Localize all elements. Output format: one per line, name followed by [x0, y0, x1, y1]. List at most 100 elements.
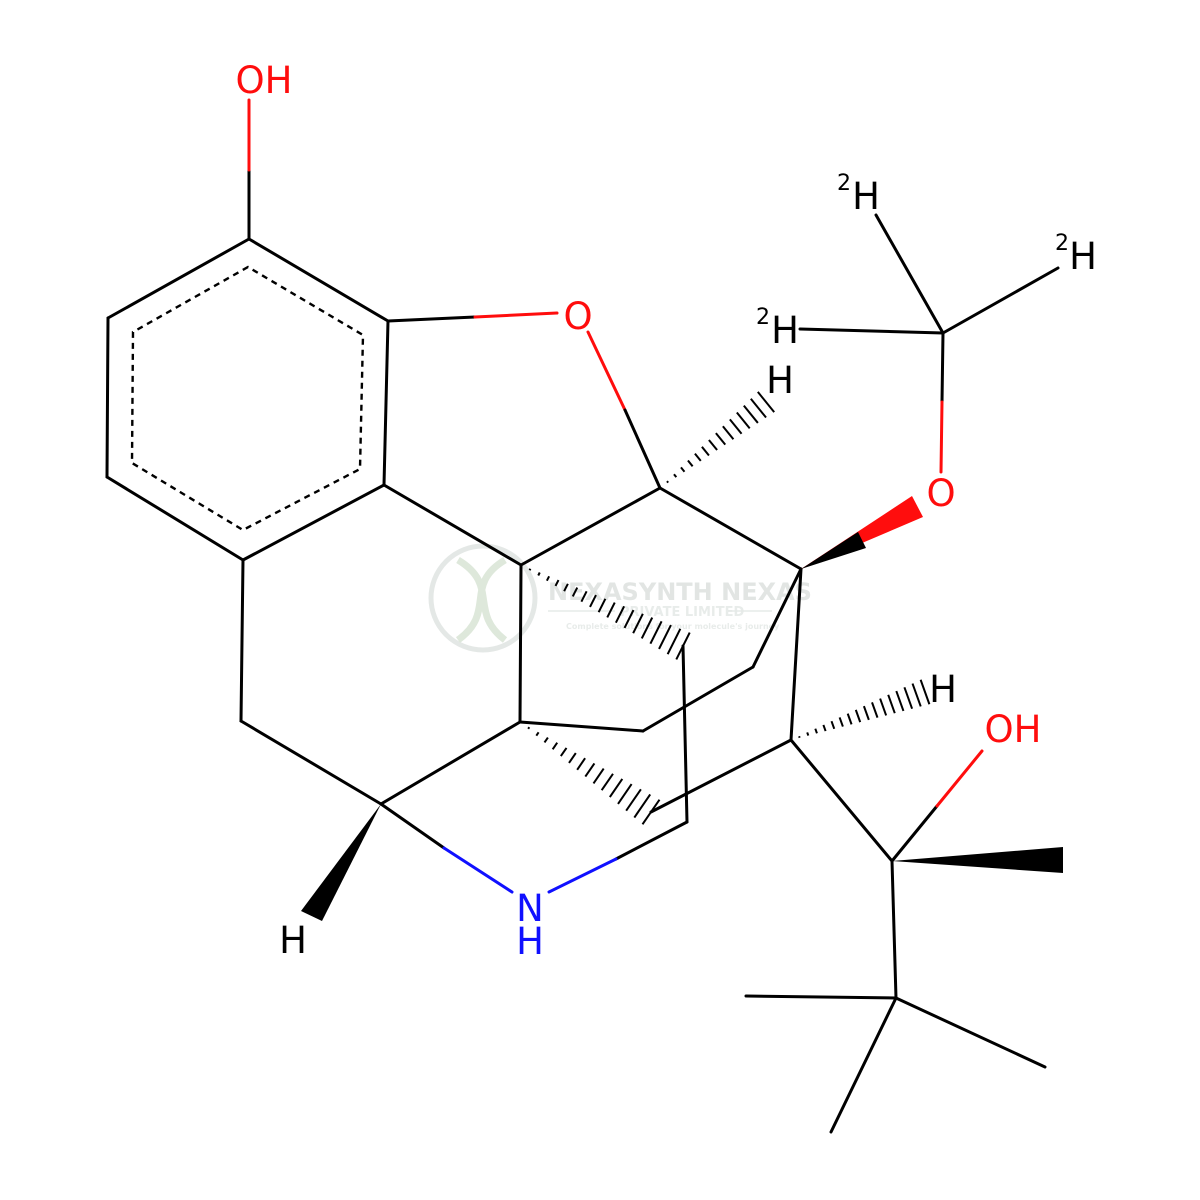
bond-bridge-top	[681, 644, 689, 824]
hash-c5-h-stripe	[736, 411, 751, 429]
hash-c5-h-stripe	[701, 446, 710, 457]
watermark-logo-ring	[428, 543, 538, 653]
bond-carbinol-o-b	[935, 749, 984, 808]
hash-c13-c-stripe	[649, 620, 663, 645]
hash-c7-h-stripe	[895, 690, 905, 712]
hash-c7-h-stripe	[854, 709, 862, 723]
hash-c13-c-stripe	[563, 583, 569, 592]
hash-c13-c-stripe	[580, 590, 588, 603]
hash-c14-c8-stripe	[633, 793, 652, 819]
bond-c14-c9	[379, 720, 522, 806]
bond-furan-o-c5a	[586, 330, 627, 412]
hash-c14-c8-stripe	[576, 757, 586, 771]
hash-c14-c8-stripe	[560, 747, 568, 757]
watermark-company-line2: PRIVATE LIMITED	[620, 605, 745, 620]
hash-c5-h-stripe	[715, 432, 727, 446]
hash-c13-c-stripe	[623, 609, 635, 629]
hash-c5-h-stripe	[673, 473, 678, 478]
bond-c5r-c13	[382, 483, 523, 567]
hash-c7-h-stripe	[846, 713, 853, 725]
hash-c7-h-stripe	[887, 694, 896, 714]
wedge-c6-o-black	[801, 532, 866, 569]
bond-c6-furan-o-b	[473, 311, 559, 319]
hash-c13-c-stripe	[528, 568, 532, 571]
hash-c7-h-stripe	[862, 705, 870, 721]
c9-h-label: H	[279, 919, 307, 962]
hash-c7-h-stripe	[871, 702, 879, 718]
hash-c13-c-stripe	[658, 624, 672, 650]
bond-carbinol-o-a	[890, 804, 939, 863]
wedge-carbinol-methyl	[892, 847, 1063, 873]
bond-c13-c5	[519, 486, 662, 567]
hash-c13-c-stripe	[632, 613, 644, 634]
bond-cd3-d2	[941, 266, 1060, 335]
bond-c5-c6	[658, 486, 803, 571]
bond-c16-c6	[751, 567, 803, 669]
bond-cd3-d1	[874, 213, 945, 335]
bond-cd3-d3	[798, 327, 945, 335]
hash-c5-h-stripe	[694, 453, 702, 462]
hash-c14-c8-stripe	[625, 788, 642, 812]
hash-c7-h-stripe	[838, 717, 844, 727]
hash-c14-c8-stripe	[641, 799, 661, 825]
stereo-bonds	[301, 391, 1063, 921]
bond-n-bridge-a	[547, 857, 618, 894]
hash-c13-c-stripe	[675, 632, 691, 660]
bond-c6-c7	[789, 567, 803, 742]
hash-c14-c8-stripe	[551, 742, 559, 750]
c7-h-label: H	[929, 668, 957, 711]
c5-h-label: H	[766, 359, 794, 402]
hash-c7-h-stripe	[806, 732, 810, 736]
hash-c14-c8-stripe	[527, 726, 531, 730]
bond-c14-c15	[518, 720, 645, 733]
hash-c5-h-stripe	[680, 466, 686, 473]
hash-c7-h-stripe	[814, 728, 818, 734]
hash-c5-h-stripe	[750, 398, 767, 419]
ring-bond-c3-c4	[105, 475, 245, 562]
hash-c7-h-stripe	[822, 724, 827, 732]
bond-tbu-me2	[894, 996, 1047, 1069]
ring-bond-c2-c3	[105, 316, 110, 479]
bonds	[105, 98, 1060, 1134]
hash-c7-h-stripe	[830, 720, 836, 730]
hash-c7-h-stripe	[911, 683, 922, 707]
hash-c13-c-stripe	[537, 572, 541, 576]
bond-furan-o-c5b	[623, 408, 662, 490]
phenol-oh-label: OH	[236, 59, 293, 102]
aromatic-inner-ring	[130, 265, 365, 532]
bond-c10-c9	[239, 719, 383, 806]
alcohol-oh-label: OH	[985, 708, 1042, 751]
amine-h-label: H	[516, 920, 544, 963]
hash-c7-h-stripe	[903, 686, 914, 710]
hash-c14-c8-stripe	[617, 783, 633, 805]
bond-c15-c16	[641, 665, 755, 733]
deuterium-2-mass: 2	[1055, 231, 1069, 256]
bond-tbu-me1	[744, 994, 898, 1000]
ring-bond-c1-c2	[106, 237, 251, 320]
hash-c13-c-stripe	[597, 598, 607, 613]
deuterium-3-label: H	[771, 309, 799, 352]
hash-c14-c8-stripe	[543, 736, 549, 744]
hash-c13-c-stripe	[554, 579, 560, 587]
watermark-tagline: Complete solutions for your molecule's j…	[566, 622, 780, 631]
deuterium-2-label: H	[1069, 235, 1097, 278]
bond-c4-c10	[239, 558, 245, 723]
wedge-c9-h	[301, 804, 381, 921]
deuterium-1-label: H	[852, 175, 880, 218]
atom-labels: OH O O OH N H H H H 2 H 2 H 2 H	[236, 59, 1097, 963]
deuterium-3-mass: 2	[756, 305, 770, 330]
furan-o-label: O	[563, 295, 592, 338]
hash-bonds	[527, 391, 931, 825]
bond-cd3-o-b	[939, 400, 944, 474]
hash-c7-h-stripe	[798, 735, 801, 739]
watermark: NEXASYNTH NEXAS PRIVATE LIMITED Complete…	[428, 543, 812, 653]
bond-c9-n-b	[442, 846, 514, 894]
hash-c5-h-stripe	[722, 425, 735, 440]
hash-c5-h-stripe	[708, 439, 718, 451]
hash-c14-c8-stripe	[568, 752, 577, 764]
ring-bond-c5-c6	[382, 319, 390, 487]
bond-carbinol-tbu	[890, 859, 898, 1000]
hash-c13-c-stripe	[666, 628, 682, 655]
hash-c13-c-stripe	[571, 587, 579, 597]
